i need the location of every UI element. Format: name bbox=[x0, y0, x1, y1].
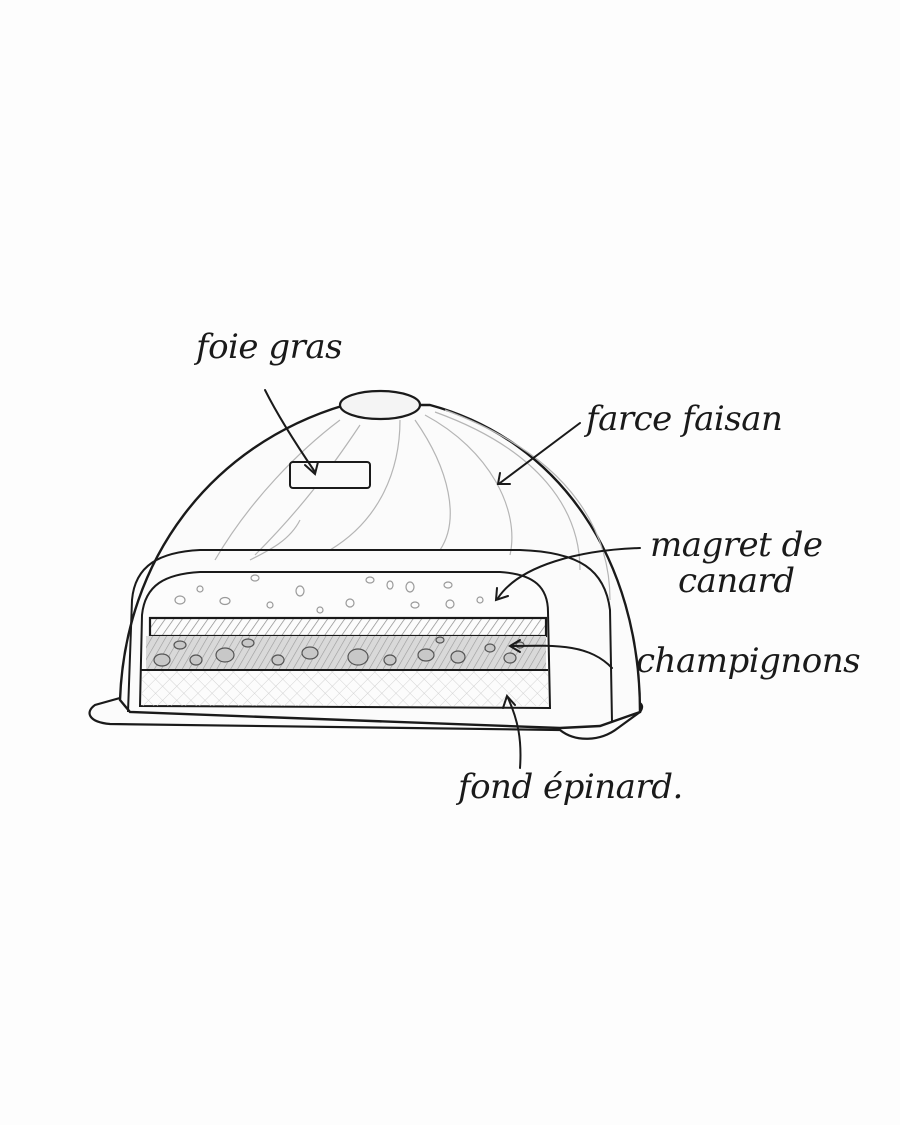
mushroom-pieces bbox=[153, 636, 525, 667]
fond-epinard-layer bbox=[142, 671, 548, 706]
dome-knob bbox=[338, 389, 422, 421]
cutaway-frame bbox=[127, 549, 613, 723]
label-arrows bbox=[264, 389, 641, 769]
foie-gras-insert bbox=[289, 461, 371, 489]
magret-dots bbox=[174, 574, 484, 614]
magret-layer bbox=[148, 616, 548, 638]
label-champignons: champignons bbox=[636, 641, 861, 681]
label-magret-de-canard: magret de canard bbox=[650, 525, 823, 601]
label-foie-gras: foie gras bbox=[196, 327, 343, 367]
label-magret-line2: canard bbox=[678, 560, 795, 601]
dome-swirl-lines bbox=[214, 409, 611, 601]
label-fond-epinard: fond épinard. bbox=[458, 767, 683, 807]
label-farce-faisan: farce faisan bbox=[586, 399, 783, 439]
label-magret-line1: magret de bbox=[650, 525, 823, 565]
